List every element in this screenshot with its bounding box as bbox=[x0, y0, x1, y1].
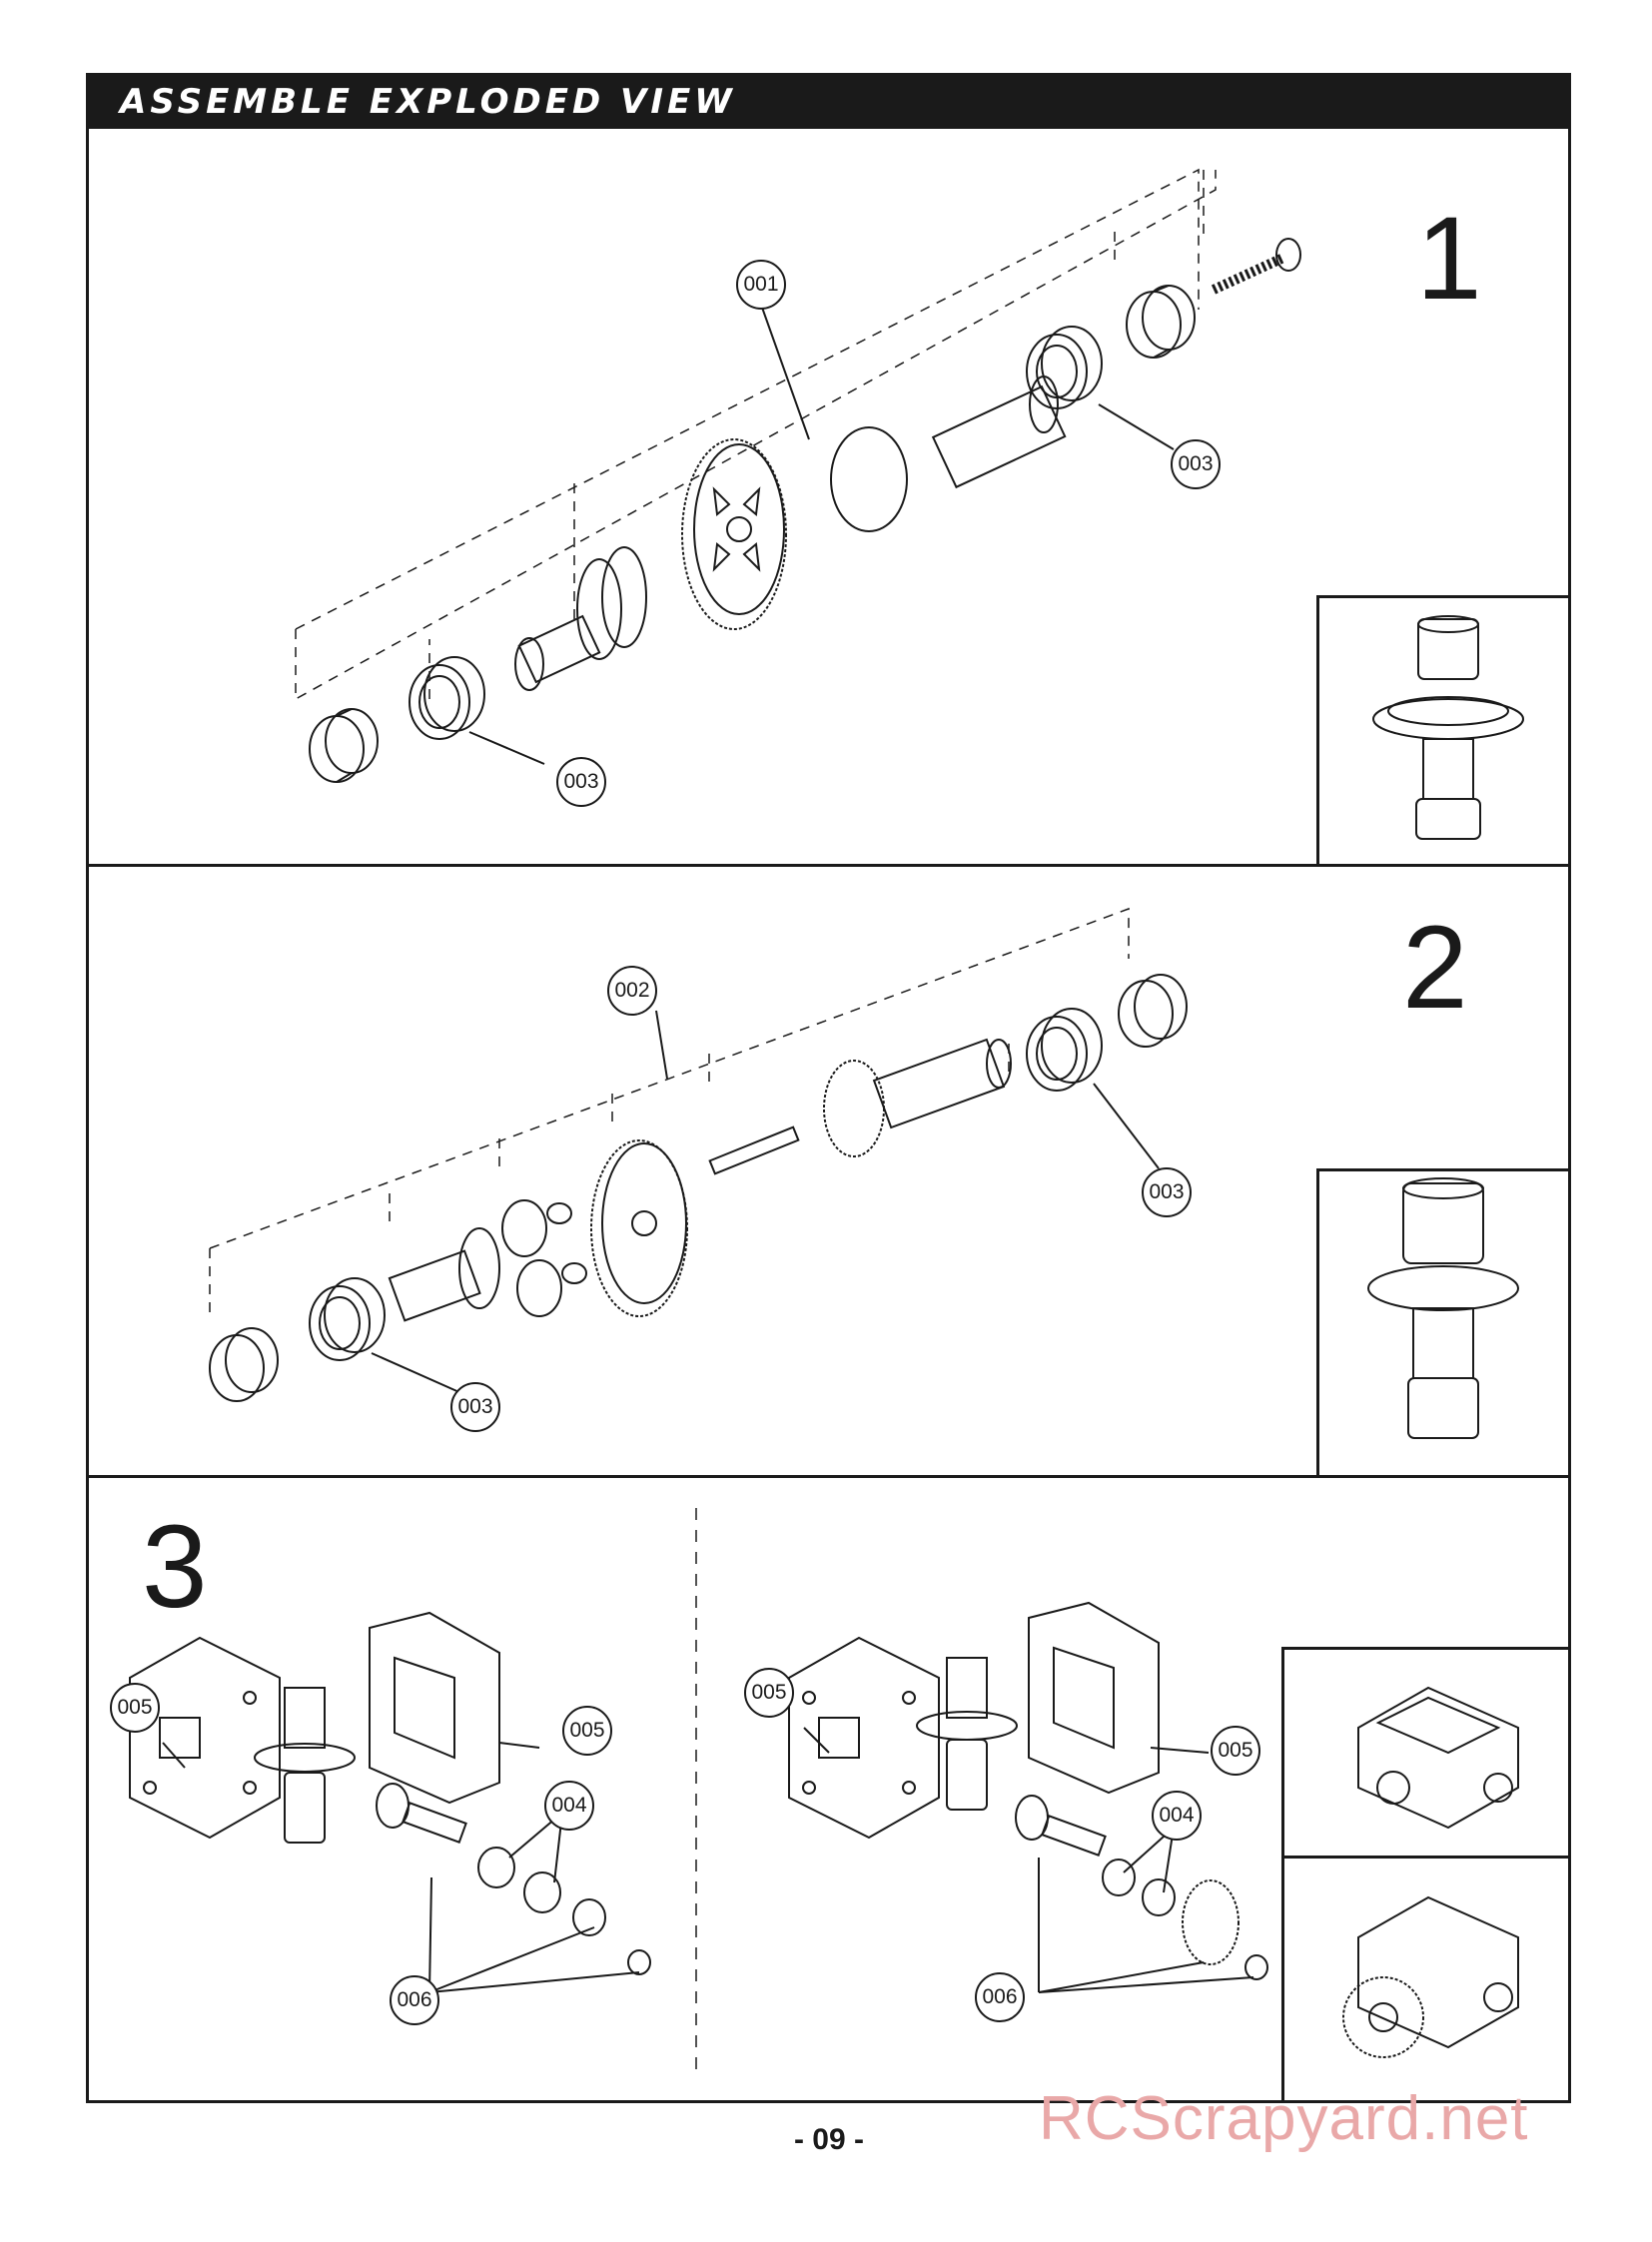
step3-right-housing bbox=[788, 1636, 940, 1840]
step2-right-cap bbox=[1118, 974, 1188, 1048]
page-number: - 09 - bbox=[793, 2123, 865, 2156]
step2-assembled-inset bbox=[1316, 1168, 1571, 1478]
step1-assembled-inset bbox=[1316, 595, 1571, 867]
callout-005-left-housing: 005 bbox=[110, 1683, 160, 1733]
step3-assembled-gearbox-top bbox=[1357, 1686, 1519, 1830]
step1-left-bearing bbox=[409, 656, 485, 740]
step1-right-cap bbox=[1126, 285, 1196, 359]
callout-003-step1-left: 003 bbox=[556, 757, 606, 807]
step2-right-bearing bbox=[1026, 1008, 1103, 1092]
callout-005-left-cover: 005 bbox=[562, 1706, 612, 1756]
step3-left-cover bbox=[369, 1611, 500, 1805]
step1-left-outdrive bbox=[514, 546, 647, 691]
step1-left-cap bbox=[309, 708, 379, 783]
callout-004-right: 004 bbox=[1152, 1791, 1202, 1841]
step1-assembled-part bbox=[1372, 615, 1524, 840]
step3-left-pinion-parts bbox=[376, 1783, 651, 1975]
callout-006-right: 006 bbox=[975, 1972, 1025, 2022]
callout-003-step2-left: 003 bbox=[450, 1382, 500, 1432]
step1-screw bbox=[1211, 238, 1301, 295]
step3-assembled-gearbox-bottom bbox=[1342, 1895, 1519, 2058]
callout-002: 002 bbox=[607, 966, 657, 1016]
header-title: ASSEMBLE EXPLODED VIEW bbox=[120, 82, 736, 122]
step2-spur-gear bbox=[590, 1139, 688, 1317]
step3-right-diff-assembly bbox=[916, 1657, 1018, 1811]
step2-dashed-guides bbox=[209, 907, 1130, 1318]
step-number-3: 3 bbox=[142, 1501, 208, 1633]
step2-assembled-part bbox=[1367, 1177, 1519, 1439]
header-bar bbox=[86, 73, 1571, 129]
step3-left-diff-assembly bbox=[254, 1687, 356, 1844]
step3-left-housing bbox=[129, 1636, 281, 1840]
divider-step2-step3 bbox=[86, 1475, 1571, 1478]
watermark: RCScrapyard.net bbox=[1039, 2084, 1529, 2153]
step2-left-outdrive bbox=[388, 1227, 500, 1322]
callout-003-step1-right: 003 bbox=[1171, 439, 1221, 489]
callout-005-right-cover: 005 bbox=[1211, 1726, 1260, 1776]
divider-step1-step2 bbox=[86, 864, 1571, 867]
step1-right-bearing bbox=[1026, 326, 1103, 409]
callout-003-step2-right: 003 bbox=[1142, 1167, 1192, 1217]
step1-right-outdrive bbox=[830, 375, 1067, 532]
step2-left-bearing bbox=[309, 1277, 386, 1361]
step2-bevel-gear-outdrive bbox=[823, 1038, 1012, 1157]
step3-right-cover bbox=[1028, 1601, 1160, 1795]
step3-assembled-inset-bottom bbox=[1281, 1856, 1571, 2103]
step-number-2: 2 bbox=[1402, 902, 1468, 1034]
callout-006-left: 006 bbox=[390, 1975, 439, 2025]
step2-left-cap bbox=[209, 1327, 279, 1402]
step3-assembled-inset-top bbox=[1281, 1647, 1571, 1859]
step1-dashed-guides bbox=[295, 168, 1217, 701]
step3-right-pinion-parts bbox=[1015, 1795, 1268, 1980]
step2-cross-pin bbox=[708, 1125, 800, 1175]
step-number-1: 1 bbox=[1416, 193, 1482, 325]
callout-001: 001 bbox=[736, 260, 786, 310]
callout-004-left: 004 bbox=[544, 1781, 594, 1831]
step1-spur-gear bbox=[681, 438, 787, 630]
step2-spider-gears bbox=[501, 1199, 587, 1317]
callout-005-right-housing: 005 bbox=[744, 1668, 794, 1718]
